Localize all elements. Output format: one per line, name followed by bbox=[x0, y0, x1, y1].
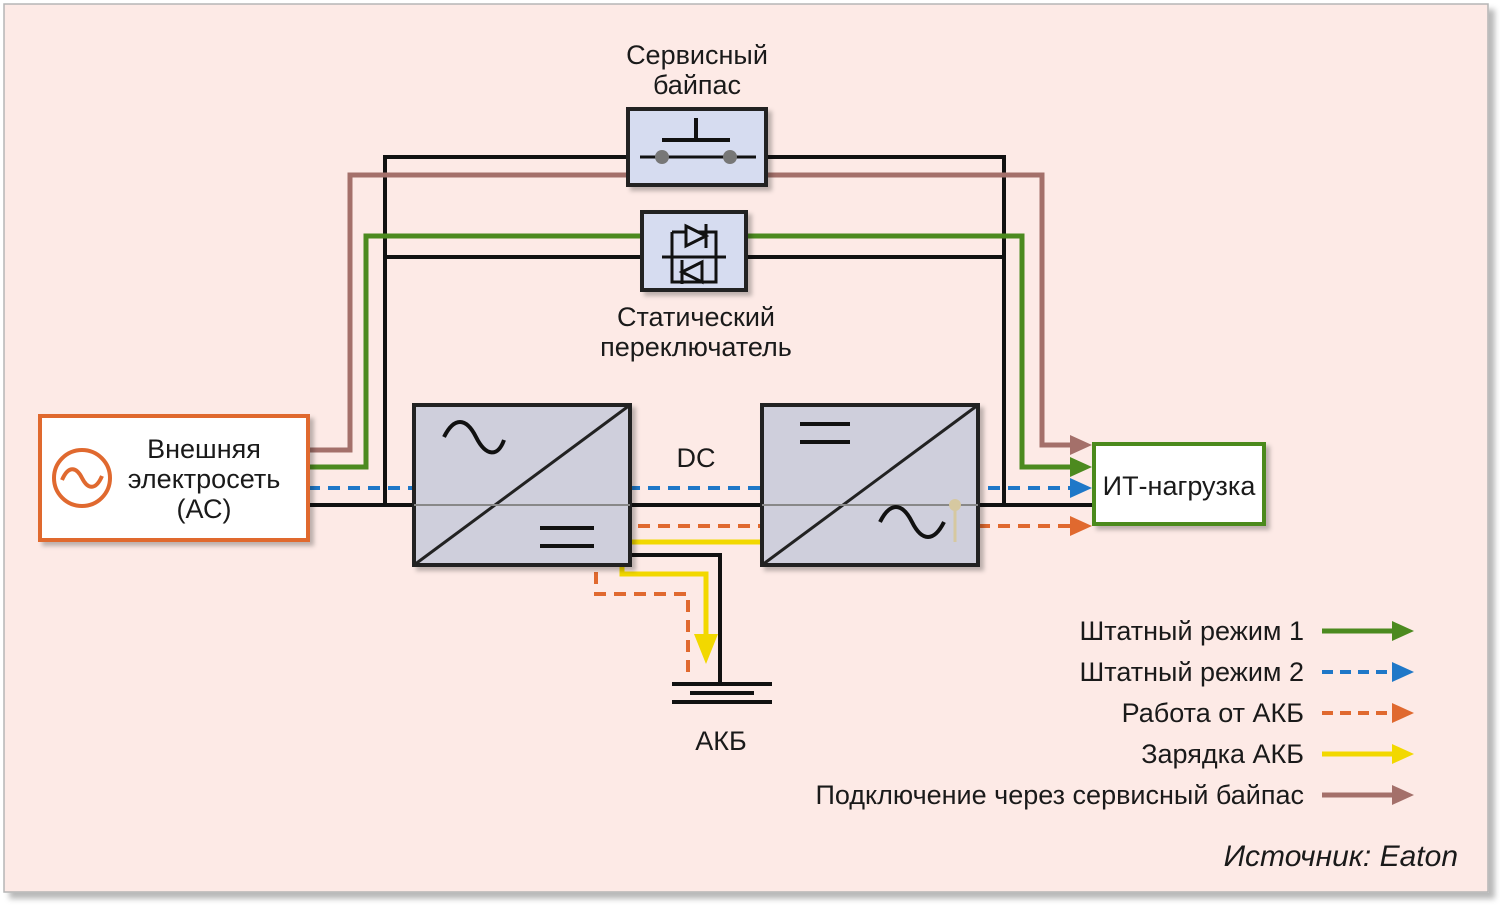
load-arrowheads bbox=[694, 435, 1092, 664]
static-switch-label-2: переключатель bbox=[600, 332, 792, 362]
legend-label: Штатный режим 1 bbox=[1080, 616, 1304, 646]
legend-item: Работа от АКБ bbox=[1122, 698, 1414, 728]
battery-icon bbox=[672, 682, 772, 704]
legend-arrowhead bbox=[1392, 621, 1414, 641]
ac-sine-icon bbox=[442, 420, 506, 455]
legend-item: Штатный режим 1 bbox=[1080, 616, 1414, 646]
legend-arrowhead bbox=[1392, 744, 1414, 764]
switch-icon bbox=[640, 118, 756, 164]
external-grid-source bbox=[38, 414, 310, 542]
service-bypass-label-1: Сервисный bbox=[626, 40, 768, 70]
dc-symbol-icon bbox=[800, 422, 850, 444]
path-battery-run bbox=[594, 524, 1070, 672]
it-load-label: ИТ-нагрузка bbox=[1103, 471, 1257, 501]
static-switch bbox=[640, 210, 748, 292]
ac-sine-icon bbox=[60, 467, 104, 489]
source-label-3: (АС) bbox=[177, 494, 232, 524]
legend-arrowhead bbox=[1392, 662, 1414, 682]
source-label-2: электросеть bbox=[128, 464, 281, 494]
source-credit: Источник: Eaton bbox=[1224, 840, 1458, 873]
legend: Штатный режим 1 Штатный режим 2 Работа от … bbox=[815, 616, 1414, 810]
static-switch-label-1: Статический bbox=[617, 302, 775, 332]
main-circuit bbox=[308, 155, 1094, 682]
rectifier-block bbox=[412, 403, 632, 567]
it-load bbox=[1092, 442, 1266, 526]
dc-label: DC bbox=[677, 443, 716, 473]
ac-source-circle-icon bbox=[52, 448, 112, 508]
path-normal-1 bbox=[308, 233, 1070, 470]
legend-item: Подключение через сервисный байпас bbox=[815, 780, 1414, 810]
legend-arrowhead bbox=[1392, 703, 1414, 723]
source-label-1: Внешняя bbox=[147, 434, 261, 464]
legend-label: Работа от АКБ bbox=[1122, 698, 1304, 728]
service-bypass-switch bbox=[626, 107, 768, 187]
battery-label: АКБ bbox=[695, 726, 746, 756]
legend-item: Зарядка АКБ bbox=[1141, 739, 1414, 769]
legend-item: Штатный режим 2 bbox=[1080, 657, 1414, 687]
legend-label: Подключение через сервисный байпас bbox=[815, 780, 1304, 810]
legend-label: Штатный режим 2 bbox=[1080, 657, 1304, 687]
legend-label: Зарядка АКБ bbox=[1141, 739, 1304, 769]
ac-sine-icon bbox=[878, 505, 946, 539]
service-bypass-label-2: байпас bbox=[653, 70, 741, 100]
dc-symbol-icon bbox=[540, 526, 594, 548]
legend-arrowhead bbox=[1392, 785, 1414, 805]
inverter-block bbox=[760, 403, 980, 567]
path-service-bypass bbox=[308, 172, 1070, 453]
thyristor-icon bbox=[662, 223, 726, 285]
